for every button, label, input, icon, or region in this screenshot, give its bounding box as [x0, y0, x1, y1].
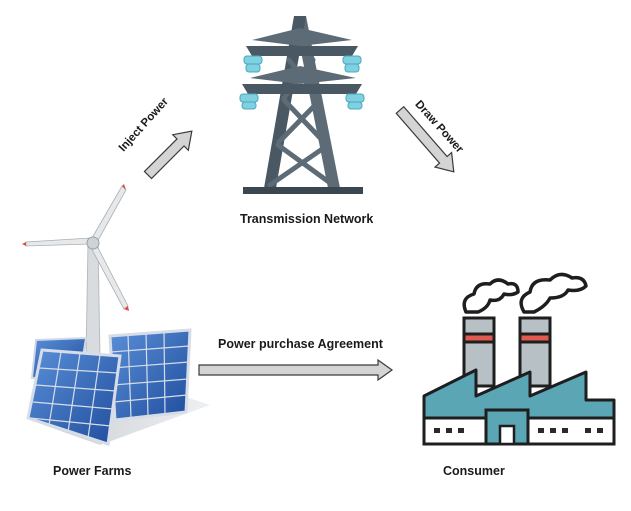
draw-power-arrow [395, 105, 455, 173]
solar-panels-icon [26, 328, 210, 446]
wind-turbine-icon [22, 184, 129, 361]
inject-power-arrow [143, 130, 193, 180]
ppa-label: Power purchase Agreement [218, 337, 383, 351]
power-farms-label: Power Farms [53, 464, 132, 478]
transmission-tower-icon [239, 16, 365, 194]
factory-icon [422, 272, 616, 446]
ppa-arrow [198, 358, 394, 382]
consumer-label: Consumer [443, 464, 505, 478]
transmission-network-label: Transmission Network [240, 212, 374, 226]
